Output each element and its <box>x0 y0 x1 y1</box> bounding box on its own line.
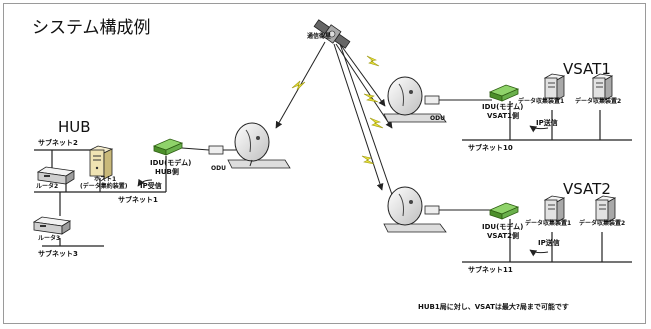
hub-network-lines <box>34 149 167 247</box>
hub-subnet3-label: サブネット3 <box>38 250 78 258</box>
vsat2-device-2-label: データ収集装置2 <box>579 220 626 227</box>
vsat1-odu-box <box>424 95 440 105</box>
vsat2-modem-icon <box>488 202 520 220</box>
vsat1-device-2-label: データ収集装置2 <box>575 98 622 105</box>
vsat2-data-device-1-icon <box>543 195 566 223</box>
satellite-label: 通信衛星 <box>307 33 332 40</box>
vsat1-device-1-label: データ収集装置1 <box>518 98 565 105</box>
vsat1-subnet-label: サブネット10 <box>468 144 513 152</box>
hub-subnet1-label: サブネット1 <box>118 196 158 204</box>
vsat2-idu-label: IDU(モデム) <box>482 223 524 231</box>
vsat1-data-device-2-icon <box>591 73 614 101</box>
hub-idu-label: IDU(モデム) <box>150 159 192 167</box>
diagram-frame <box>3 3 646 324</box>
vsat1-odu-label: ODU <box>430 115 445 122</box>
vsat1-network-lines <box>462 101 632 141</box>
vsat2-label: VSAT2 <box>563 180 611 198</box>
vsat2-network-lines <box>462 219 632 263</box>
hub-idu-side-label: HUB側 <box>155 168 179 176</box>
hub-label: HUB <box>58 118 91 136</box>
vsat2-ip-send-label: IP送信 <box>538 239 560 247</box>
host-server-icon <box>88 145 114 180</box>
capacity-note: HUB1局に対し、VSATは最大?局まで可能です <box>418 303 569 311</box>
vsat1-data-device-1-icon <box>543 73 566 101</box>
host-sublabel: (データ集約装置) <box>80 183 128 190</box>
hub-dish-antenna <box>227 122 291 169</box>
vsat1-dish-antenna <box>383 76 447 123</box>
vsat1-idu-side-label: VSAT1側 <box>487 112 519 120</box>
radio-signal-icons <box>291 55 384 165</box>
hub-odu-box <box>208 145 224 155</box>
vsat2-data-device-2-icon <box>594 195 617 223</box>
vsat2-odu-box <box>424 205 440 215</box>
vsat2-dish-antenna <box>383 186 447 233</box>
vsat1-label: VSAT1 <box>563 60 611 78</box>
diagram-title: システム構成例 <box>32 18 151 38</box>
satellite-icon <box>313 19 351 49</box>
vsat2-idu-side-label: VSAT2側 <box>487 232 519 240</box>
vsat2-subnet-label: サブネット11 <box>468 266 513 274</box>
vsat2-device-1-label: データ収集装置1 <box>525 220 572 227</box>
hub-subnet2-label: サブネット2 <box>38 139 78 147</box>
vsat1-modem-icon <box>488 84 520 102</box>
router-3-icon <box>32 216 72 235</box>
router-2-icon <box>36 166 76 185</box>
router-2-label: ルータ2 <box>36 183 59 190</box>
hub-modem-icon <box>152 138 184 156</box>
vsat1-idu-label: IDU(モデム) <box>482 103 524 111</box>
vsat1-ip-send-label: IP送信 <box>536 119 558 127</box>
hub-odu-label: ODU <box>211 165 226 172</box>
router-3-label: ルータ3 <box>38 235 61 242</box>
host-label: ホスト1 <box>94 176 117 183</box>
hub-ip-receive-label: IP受信 <box>140 182 162 190</box>
